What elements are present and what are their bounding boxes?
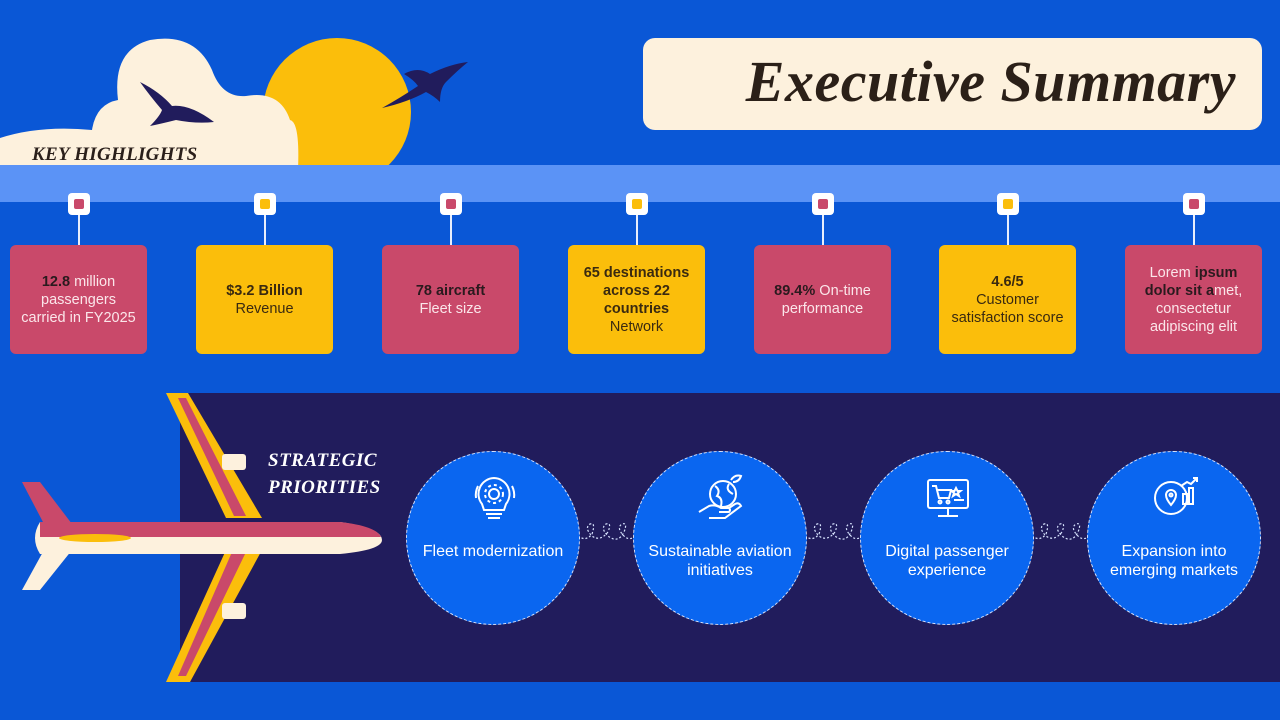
sun-shape	[263, 38, 411, 170]
airplane-icon	[22, 393, 382, 682]
highlight-text: Lorem	[1149, 264, 1195, 281]
highlight-card: 65 destinations across 22 countries Netw…	[568, 245, 705, 354]
priority-label: Fleet modernization	[422, 543, 564, 560]
highlight-card: $3.2 Billion Revenue	[196, 245, 333, 354]
timeline-pin	[1183, 193, 1205, 215]
timeline-pin	[254, 193, 276, 215]
priority-label: Expansion into emerging markets	[1109, 543, 1239, 579]
connector-loop	[578, 523, 638, 540]
priority-digital-experience: Digital passenger experience	[860, 451, 1034, 625]
timeline-pin	[440, 193, 462, 215]
timeline-pin	[812, 193, 834, 215]
priority-sustainable-aviation: Sustainable aviation initiatives	[633, 451, 807, 625]
priority-label: Digital passenger experience	[885, 543, 1009, 579]
priority-label: Sustainable aviation initiatives	[648, 543, 792, 579]
highlight-value: ipsum dolor sit a	[1144, 264, 1238, 299]
highlight-caption: Fleet size	[419, 300, 482, 317]
map-growth-icon	[1154, 477, 1198, 515]
sky-illustration	[0, 38, 468, 170]
highlight-text: On-time performance	[781, 282, 871, 317]
highlight-value: 65 destinations across 22 countries	[583, 264, 690, 317]
highlight-card: 4.6/5 Customer satisfaction score	[939, 245, 1076, 354]
monitor-cart-icon	[927, 479, 969, 517]
highlight-text: million passengers carried in FY2025	[21, 273, 136, 326]
timeline-pin	[68, 193, 90, 215]
globe-hand-icon	[698, 474, 743, 519]
highlight-value: $3.2 Billion	[226, 282, 303, 299]
connector-loop	[805, 523, 865, 540]
cloud-shape	[0, 38, 299, 170]
highlight-card: 78 aircraft Fleet size	[382, 245, 519, 354]
highlight-caption: Customer satisfaction score	[951, 291, 1064, 326]
priority-emerging-markets: Expansion into emerging markets	[1087, 451, 1261, 625]
strategic-priorities-label: STRATEGIC PRIORITIES	[268, 450, 381, 498]
highlight-value: 89.4%	[774, 282, 816, 299]
bird-left-icon	[140, 82, 214, 126]
bird-right-icon	[382, 62, 468, 108]
priority-fleet-modernization: Fleet modernization	[406, 451, 580, 625]
highlight-text: met, consectetur adipiscing elit	[1149, 282, 1243, 335]
highlight-value: 12.8	[41, 273, 71, 290]
gear-lightbulb-icon	[474, 476, 516, 519]
highlight-card: 12.8 million passengers carried in FY202…	[10, 245, 147, 354]
highlight-card: 89.4% On-time performance	[754, 245, 891, 354]
highlight-caption: Network	[609, 318, 664, 335]
page-title: Executive Summary	[745, 49, 1236, 114]
highlight-caption: Revenue	[235, 300, 294, 317]
highlight-value: 78 aircraft	[415, 282, 486, 299]
timeline-pin	[997, 193, 1019, 215]
highlight-card: Lorem ipsum dolor sit amet, consectetur …	[1125, 245, 1262, 354]
highlight-value: 4.6/5	[991, 273, 1024, 290]
connector-loop	[1032, 523, 1092, 540]
timeline-pin	[626, 193, 648, 215]
title-box: Executive Summary	[643, 38, 1262, 130]
key-highlights-label: KEY HIGHLIGHTS	[32, 144, 198, 165]
